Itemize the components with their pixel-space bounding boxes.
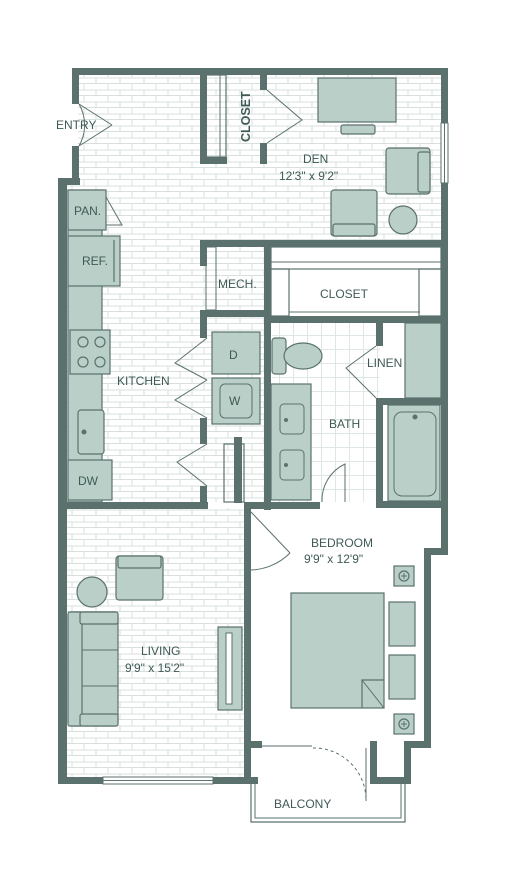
label-mech: MECH. xyxy=(218,277,257,291)
den-armchair-left xyxy=(330,189,378,237)
den-armchair-right xyxy=(385,147,431,195)
bed xyxy=(290,592,416,709)
den-side-table xyxy=(388,205,418,235)
vanity xyxy=(270,383,312,501)
label-den-size: 12'3" x 9'2" xyxy=(279,169,338,183)
nightstand-bottom xyxy=(393,713,415,735)
dishwasher xyxy=(67,459,113,501)
label-entry: ENTRY xyxy=(56,118,96,132)
balcony-railing xyxy=(250,784,406,823)
label-closet-mid: CLOSET xyxy=(320,287,369,301)
label-balcony: BALCONY xyxy=(274,797,331,811)
label-closet-top: CLOSET xyxy=(239,91,253,142)
living-armchair xyxy=(115,555,164,601)
closet-shelves xyxy=(205,74,442,503)
label-kitchen: KITCHEN xyxy=(117,374,170,388)
kitchen-sink xyxy=(77,409,105,455)
washer xyxy=(211,377,261,425)
label-pantry: PAN. xyxy=(74,204,101,218)
label-bedroom: BEDROOM xyxy=(311,536,373,550)
label-refrigerator: REF. xyxy=(82,254,108,268)
living-side-table xyxy=(76,576,108,608)
nightstand-top xyxy=(393,565,415,587)
label-dryer: D xyxy=(229,348,238,362)
interior-walls xyxy=(62,68,448,777)
toilet xyxy=(271,337,323,375)
doors xyxy=(78,89,377,802)
pantry-cabinet xyxy=(67,189,107,231)
refrigerator xyxy=(67,235,121,287)
bathtub xyxy=(387,404,441,502)
label-bath: BATH xyxy=(329,417,360,431)
label-washer: W xyxy=(229,394,241,408)
label-bedroom-size: 9'9" x 12'9" xyxy=(304,552,363,566)
label-living-size: 9'9" x 15'2" xyxy=(125,661,184,675)
tv-console xyxy=(217,626,243,711)
living-sofa xyxy=(67,611,119,727)
label-dishwasher: DW xyxy=(78,474,99,488)
den-desk xyxy=(317,77,397,135)
stove xyxy=(69,329,111,375)
windows xyxy=(102,122,449,785)
label-living: LIVING xyxy=(141,644,180,658)
label-den: DEN xyxy=(303,152,328,166)
dryer xyxy=(211,331,261,375)
label-linen: LINEN xyxy=(367,356,402,370)
